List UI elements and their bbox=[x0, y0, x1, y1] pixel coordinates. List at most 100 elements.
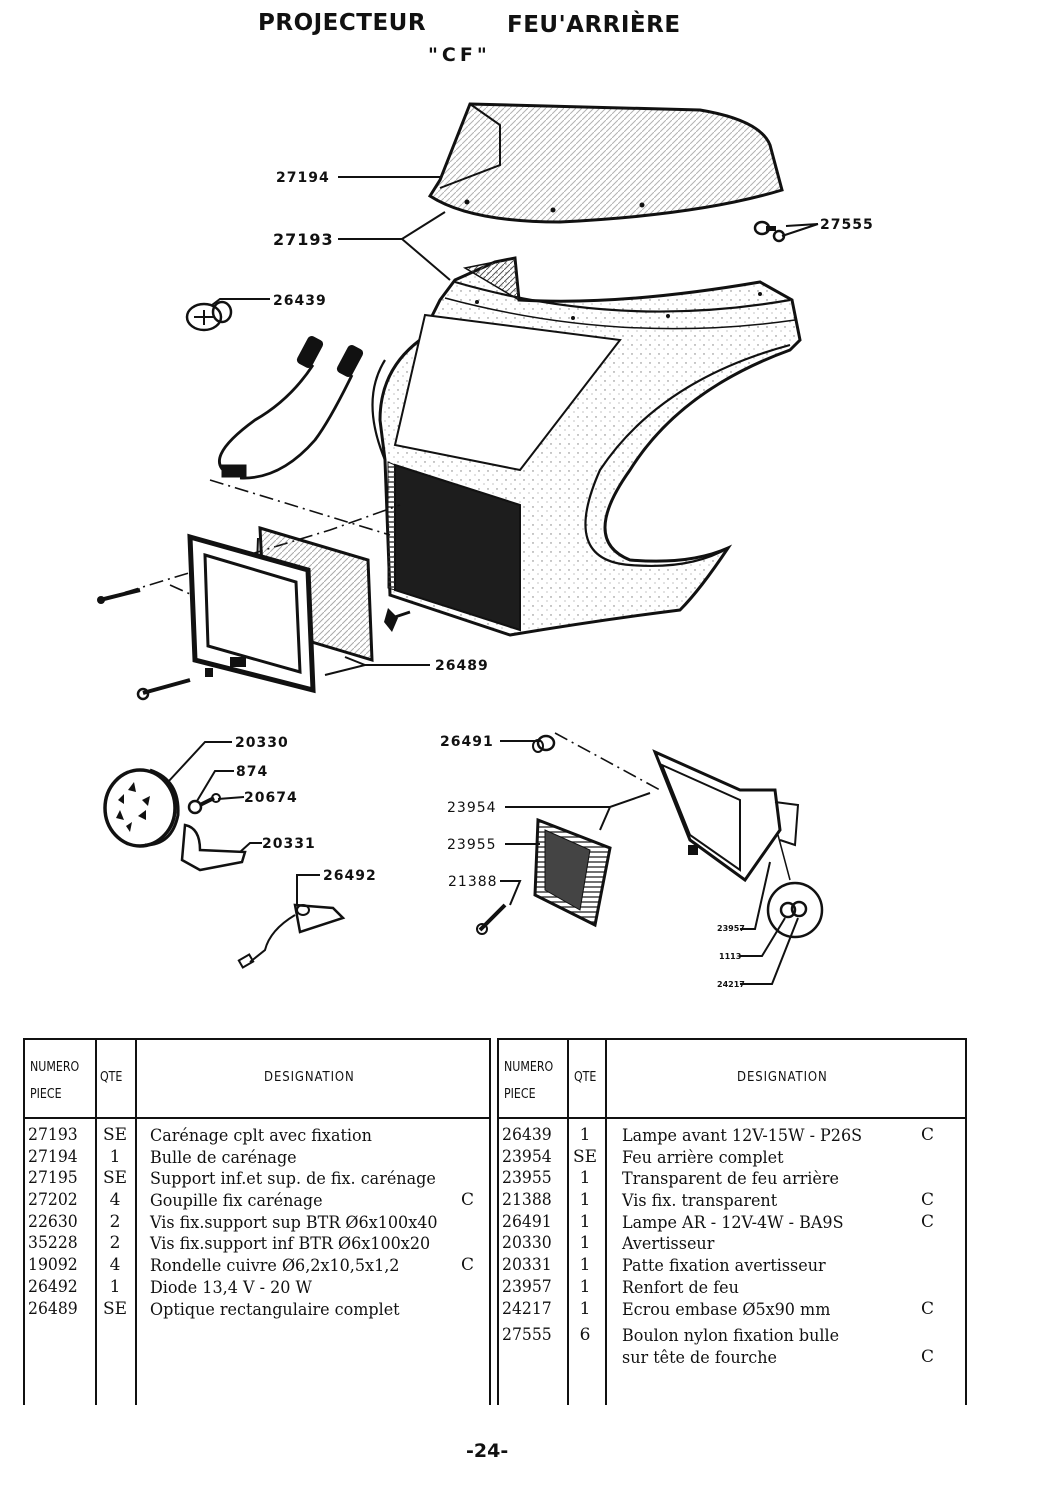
nylon-bolt-27555 bbox=[753, 220, 786, 243]
exploded-parts-diagram: 27194 27193 27555 26439 26489 20330 874 … bbox=[97, 102, 874, 989]
callout-26489: 26489 bbox=[435, 658, 489, 674]
part-number: 26489 bbox=[28, 1298, 78, 1319]
flag-c: C bbox=[921, 1298, 935, 1319]
table-row: 26489 SE Optique rectangulaire complet bbox=[25, 1299, 489, 1321]
table-row: 24217 1 Ecrou embase Ø5x90 mm C bbox=[499, 1299, 965, 1321]
wiring-harness bbox=[218, 336, 364, 480]
flag-c: C bbox=[921, 1211, 935, 1232]
column-divider bbox=[95, 1040, 97, 1405]
callout-labels: 27194 27193 27555 26439 26489 20330 874 … bbox=[235, 170, 874, 989]
horn-assembly bbox=[103, 768, 247, 872]
callout-26492: 26492 bbox=[323, 868, 377, 884]
column-divider bbox=[605, 1040, 607, 1405]
header-numero: NUMERO bbox=[504, 1060, 554, 1075]
part-number: 26492 bbox=[28, 1276, 78, 1297]
header-qte: QTE bbox=[573, 1070, 597, 1085]
quantity: 1 bbox=[579, 1190, 591, 1211]
part-number: 27193 bbox=[28, 1125, 78, 1145]
part-number: 21388 bbox=[502, 1190, 552, 1211]
designation: Support inf.et sup. de fix. carénage bbox=[150, 1169, 436, 1190]
designation: Rondelle cuivre Ø6,2x10,5x1,2 bbox=[150, 1256, 400, 1277]
flag-c: C bbox=[921, 1190, 935, 1211]
designation: Vis fix.support sup BTR Ø6x100x40 bbox=[150, 1212, 438, 1233]
quantity: SE bbox=[102, 1125, 128, 1145]
flag-c: C bbox=[461, 1255, 475, 1276]
title-feu-arriere: FEU'ARRIÈRE bbox=[507, 12, 681, 38]
part-number: 27194 bbox=[28, 1146, 78, 1167]
callout-26491: 26491 bbox=[440, 734, 494, 750]
header-piece: PIECE bbox=[504, 1087, 536, 1102]
designation-line2: sur tête de fourche bbox=[622, 1348, 777, 1369]
quantity: 1 bbox=[579, 1276, 591, 1297]
designation: Ecrou embase Ø5x90 mm bbox=[622, 1299, 831, 1320]
callout-27555: 27555 bbox=[820, 217, 874, 233]
designation: Optique rectangulaire complet bbox=[150, 1299, 400, 1320]
rectangular-headlight-26489 bbox=[97, 525, 411, 701]
designation: Renfort de feu bbox=[622, 1277, 739, 1298]
part-number: 23955 bbox=[502, 1168, 552, 1189]
designation: Lampe avant 12V-15W - P26S bbox=[622, 1126, 863, 1146]
callout-20674: 20674 bbox=[244, 790, 298, 806]
quantity: SE bbox=[572, 1146, 598, 1167]
column-divider bbox=[135, 1040, 137, 1405]
quantity: 4 bbox=[109, 1190, 121, 1211]
callout-20331: 20331 bbox=[262, 836, 316, 852]
header-numero: NUMERO bbox=[30, 1060, 80, 1075]
callout-27193: 27193 bbox=[273, 230, 334, 249]
flag-c: C bbox=[461, 1190, 475, 1211]
part-number: 19092 bbox=[28, 1255, 78, 1276]
title-projecteur: PROJECTEUR bbox=[258, 10, 427, 36]
part-number: 22630 bbox=[28, 1211, 78, 1232]
part-number: 26439 bbox=[502, 1125, 552, 1145]
designation: Lampe AR - 12V-4W - BA9S bbox=[622, 1212, 844, 1233]
flag-c: C bbox=[921, 1347, 935, 1368]
designation: Avertisseur bbox=[622, 1234, 715, 1255]
callout-874: 874 bbox=[236, 764, 268, 780]
flag-c: C bbox=[921, 1125, 935, 1145]
diode-26492 bbox=[237, 903, 346, 969]
designation: Vis fix. transparent bbox=[622, 1191, 778, 1212]
table-row: 21388 1 Vis fix. transparent C bbox=[499, 1190, 965, 1212]
designation: Boulon nylon fixation bulle bbox=[622, 1326, 840, 1347]
callout-21388: 21388 bbox=[448, 874, 498, 890]
quantity: 1 bbox=[109, 1146, 121, 1167]
header-piece: PIECE bbox=[30, 1087, 62, 1102]
leader-lines bbox=[167, 176, 819, 985]
page-number: -24- bbox=[466, 1440, 509, 1462]
quantity: 1 bbox=[579, 1298, 591, 1319]
quantity: SE bbox=[102, 1298, 128, 1319]
quantity: 1 bbox=[579, 1168, 591, 1189]
table-header: NUMERO PIECE QTE DESIGNATION bbox=[499, 1040, 965, 1119]
model-subtitle: "CF" bbox=[428, 44, 491, 66]
column-divider bbox=[567, 1040, 569, 1405]
part-number: 20330 bbox=[502, 1233, 552, 1254]
part-number: 27555 bbox=[502, 1325, 552, 1346]
quantity: 2 bbox=[109, 1233, 121, 1254]
part-number: 24217 bbox=[502, 1298, 552, 1319]
tail-light-assembly bbox=[476, 734, 824, 939]
designation: Goupille fix carénage bbox=[150, 1191, 323, 1212]
table-header: NUMERO PIECE QTE DESIGNATION bbox=[25, 1040, 489, 1119]
callout-27194: 27194 bbox=[276, 170, 330, 186]
quantity: 1 bbox=[109, 1276, 121, 1297]
designation: Patte fixation avertisseur bbox=[622, 1256, 826, 1277]
headlamp-bulb-26439 bbox=[185, 300, 233, 332]
quantity: 1 bbox=[579, 1211, 591, 1232]
